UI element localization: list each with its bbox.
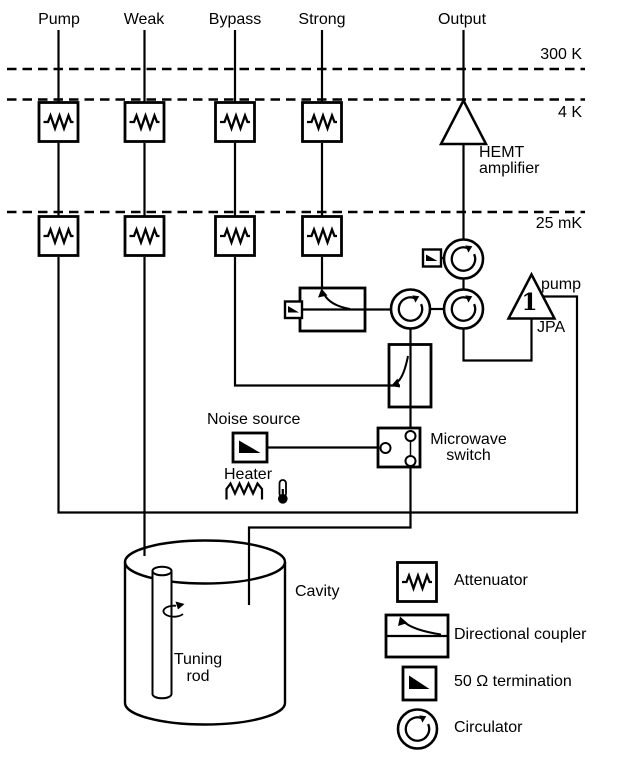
rotation-arrow-icon <box>162 601 185 618</box>
heater-symbol <box>225 480 264 500</box>
attenuator-strong-4k <box>301 101 343 143</box>
jpa-label: JPA <box>537 319 566 336</box>
hemt-label: HEMT amplifier <box>479 144 540 177</box>
attenuator-weak-4k <box>123 101 166 143</box>
heater-label: Heater <box>224 466 273 483</box>
pump-port-label: Pump <box>38 11 80 28</box>
legend-coupler-label: Directional coupler <box>454 626 587 643</box>
termination-coupler <box>283 300 304 320</box>
attenuator-bypass-4k <box>214 101 256 143</box>
microwave-switch-symbol <box>376 426 422 469</box>
cavity-label: Cavity <box>295 583 340 600</box>
jpa-pump-port-label: pump <box>541 276 582 293</box>
circulator-2 <box>442 288 485 330</box>
microwave-switch-label: Microwave switch <box>430 431 507 464</box>
legend-directional-coupler-icon <box>384 613 450 659</box>
attenuator-bypass-25mk <box>214 215 256 257</box>
legend-termination-label: 50 Ω termination <box>454 673 572 690</box>
legend-circulator-label: Circulator <box>454 719 523 736</box>
attenuator-pump-25mk <box>37 215 80 257</box>
bypass-port-label: Bypass <box>208 11 262 28</box>
tuning-rod-symbol <box>151 565 173 700</box>
switch-to-cavity-line <box>247 466 412 605</box>
output-port-label: Output <box>437 11 487 28</box>
cavity-symbol <box>123 539 287 726</box>
attenuator-pump-4k <box>37 101 80 143</box>
directional-coupler-bypass <box>387 343 433 409</box>
circulator-1 <box>442 238 485 280</box>
jpa-symbol <box>506 271 557 320</box>
legend-attenuator-label: Attenuator <box>454 572 528 589</box>
jpa-gain-symbol: 1 <box>521 289 538 316</box>
thermometer-icon <box>278 479 288 504</box>
tuning-rod-label: Tuning rod <box>173 651 223 685</box>
noise-source-label: Noise source <box>207 411 301 428</box>
legend-termination-icon <box>401 665 438 702</box>
attenuator-strong-25mk <box>301 215 343 257</box>
weak-port-label: Weak <box>123 11 165 28</box>
legend-attenuator-icon <box>396 561 438 603</box>
stage-4k-label: 4 K <box>557 104 582 121</box>
stage-300k-label: 300 K <box>540 46 582 63</box>
pump-line <box>57 30 579 514</box>
circulator-3 <box>389 288 432 330</box>
hemt-amplifier-symbol <box>438 97 489 146</box>
bypass-line <box>233 30 400 387</box>
noise-source-symbol <box>231 431 378 464</box>
termination-circulator <box>421 248 444 268</box>
attenuator-weak-25mk <box>123 215 166 257</box>
strong-port-label: Strong <box>298 11 346 28</box>
stage-25mk-label: 25 mK <box>535 215 582 232</box>
legend-circulator-icon <box>396 708 439 750</box>
